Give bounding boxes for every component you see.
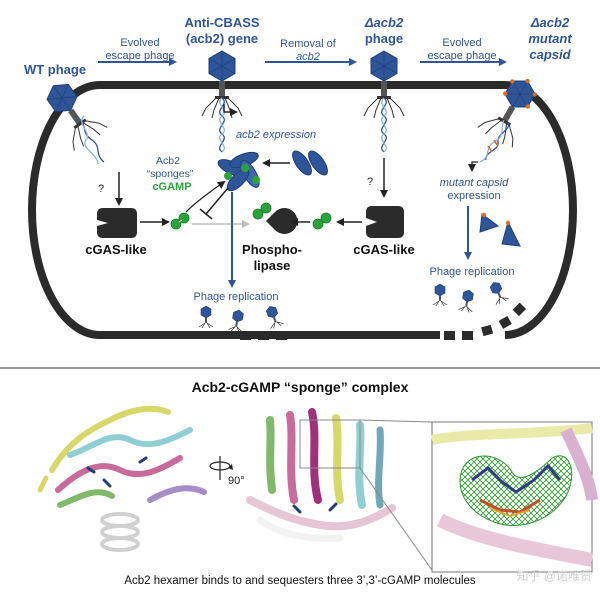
cgamp-right-icon <box>312 212 332 230</box>
acb2-sponges-line2: “sponges” <box>147 168 194 180</box>
delta-mutant-line1: Δacb2 <box>530 15 570 30</box>
phage-replication-right: Phage replication <box>429 266 514 278</box>
zoom-connector-bottom <box>359 467 433 571</box>
cgas-right-icon <box>366 206 404 238</box>
removal-line2: acb2 <box>296 51 320 63</box>
evolved-2-line1: Evolved <box>442 37 481 49</box>
phospholipase-icon <box>266 208 298 235</box>
structure-caption: Acb2 hexamer binds to and sequesters thr… <box>124 575 476 587</box>
cgamp-sequestration-arrow <box>185 180 226 213</box>
zoom-box-small <box>299 419 361 469</box>
evolved-2-line2: escape phage <box>427 50 496 62</box>
delta-mutant-line3: capsid <box>529 47 571 62</box>
dna-mutant <box>479 119 510 163</box>
acb2-hexamer-icon <box>217 151 260 192</box>
phage-replication-center: Phage replication <box>193 291 278 303</box>
mutant-capsid-line2: expression <box>447 190 500 202</box>
acb2-expression-arrow <box>223 104 238 116</box>
delta-acb2-line2: phage <box>365 31 403 46</box>
progeny-phage-1-icon <box>198 305 214 329</box>
progeny-phage-3-icon <box>262 303 285 330</box>
acb2-sponges-line1: Acb2 <box>156 155 180 167</box>
wt-phage-label: WT phage <box>24 62 86 77</box>
evolved-1-line2: escape phage <box>105 50 174 62</box>
dna-wt <box>77 115 105 165</box>
mutant-capsid-expression-arrow <box>468 161 478 172</box>
cgamp-bound-icon <box>252 202 272 220</box>
acb2-monomers-icon <box>292 150 328 176</box>
anti-cbass-line1: Anti-CBASS <box>184 15 259 30</box>
inhibition-line <box>199 187 229 220</box>
mutant-capsid-phage-icon <box>476 70 546 150</box>
cgas-left-icon <box>97 208 137 238</box>
progeny-phage-5-icon <box>457 288 477 314</box>
top-panel: WT phage Evolved escape phage Anti-CBASS… <box>24 15 577 340</box>
dna-delta-acb2 <box>381 97 387 153</box>
bottom-panel: Acb2-cGAMP “sponge” complex 90° <box>37 379 598 587</box>
structure-title: Acb2-cGAMP “sponge” complex <box>192 379 409 395</box>
membrane-dashed-bottom <box>240 302 527 340</box>
cgamp-left-icon <box>170 212 190 230</box>
question-mark-1: ? <box>98 183 104 195</box>
progeny-phage-2-icon <box>227 308 247 334</box>
rotation-label: 90° <box>228 475 245 487</box>
hexamer-structure-side <box>246 408 396 542</box>
hexamer-structure-front <box>37 405 207 552</box>
zoomed-density-inset <box>430 421 598 573</box>
phospholipase-line2: lipase <box>254 258 291 273</box>
question-mark-2: ? <box>367 176 373 188</box>
cgas-right-label: cGAS-like <box>353 242 414 257</box>
progeny-phage-4-icon <box>432 283 448 307</box>
anti-cbass-line2: (acb2) gene <box>186 31 258 46</box>
evolved-1-line1: Evolved <box>120 37 159 49</box>
watermark: 知乎 @诺唯赞 <box>516 569 592 583</box>
zoom-connector-top <box>359 419 433 423</box>
removal-line1: Removal of <box>280 38 337 50</box>
acb2-expression-label: acb2 expression <box>236 129 316 141</box>
mutant-capsid-protein-icon <box>479 212 521 247</box>
mutant-capsid-line1: mutant capsid <box>440 177 509 189</box>
phospholipase-line1: Phospho- <box>242 242 302 257</box>
rotation-icon <box>209 456 233 480</box>
delta-acb2-line1: Δacb2 <box>364 15 404 30</box>
cgas-left-label: cGAS-like <box>85 242 146 257</box>
acb2-sponges-line3: cGAMP <box>152 181 191 193</box>
progeny-phage-6-icon <box>486 279 510 306</box>
dna-anti-cbass <box>219 97 225 153</box>
delta-mutant-line2: mutant <box>528 31 572 46</box>
